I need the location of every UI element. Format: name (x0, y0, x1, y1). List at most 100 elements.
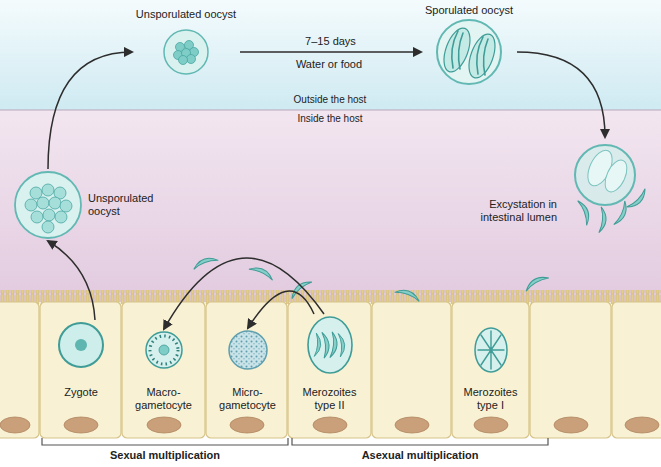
left-unsporulated-oocyst (15, 172, 81, 238)
free-merozoite (395, 287, 421, 302)
free-merozoite (523, 273, 549, 291)
zygote-figure (75, 339, 87, 351)
phase-bracket (42, 438, 288, 445)
left-unsporulated-oocyst (25, 199, 37, 211)
excysting-oocyst (599, 207, 607, 233)
oocyst-node: Unsporulated oocyst (12, 169, 168, 241)
free-merozoite (192, 255, 218, 270)
free-merozoite (192, 255, 549, 302)
cell-nucleus (625, 417, 659, 433)
oocyst-node: Unsporulated oocyst (132, 5, 240, 77)
free-merozoite (249, 264, 275, 280)
macrogametocyte-figure (159, 345, 169, 355)
region-label: Outside the host (294, 94, 367, 106)
merozoite-ii-figure (314, 333, 321, 357)
node-label: Zygote (64, 386, 99, 399)
epithelial-cell (452, 302, 529, 438)
phase-label: Asexual multiplication (362, 449, 479, 462)
left-unsporulated-oocyst (42, 184, 54, 196)
phase-bracket (42, 438, 548, 445)
left-unsporulated-oocyst (31, 211, 43, 223)
stage-node: Merozoites type I (451, 325, 532, 416)
stage-node: Macro-gametocyte (124, 329, 205, 416)
cell-nucleus (313, 417, 347, 433)
cycle-arrow (248, 291, 314, 328)
node-label: Excystation in intestinal lumen (457, 198, 557, 224)
excysting-oocyst (601, 157, 632, 195)
sporulated-oocyst (437, 20, 501, 84)
merozoite-i-figure (475, 328, 507, 372)
left-unsporulated-oocyst (43, 209, 55, 221)
left-unsporulated-oocyst (30, 187, 42, 199)
epithelial-cell (122, 302, 205, 438)
stage-node: Zygote (56, 320, 106, 403)
host-regions (0, 0, 661, 302)
left-unsporulated-oocyst (42, 221, 54, 233)
left-unsporulated-oocyst (25, 184, 72, 233)
cell-nucleus (230, 417, 264, 433)
cell-nucleus (0, 417, 659, 433)
stage-node: Merozoites type II (290, 314, 371, 416)
oocyst-node: Sporulated oocyst (421, 1, 517, 87)
merozoite-ii-figure (330, 332, 338, 358)
node-label: Micro-gametocyte (211, 386, 285, 412)
stage-node: Micro-gametocyte (208, 328, 289, 416)
left-unsporulated-oocyst (37, 197, 49, 209)
outside-band (0, 0, 661, 110)
merozoite-i-figure (475, 328, 507, 372)
microgametocyte-figure (229, 331, 267, 369)
excysting-oocyst (614, 201, 630, 227)
cycle-arrow (48, 241, 95, 320)
left-unsporulated-oocyst (55, 211, 67, 223)
host-boundary (0, 110, 661, 111)
zygote-figure (59, 323, 103, 367)
top-unsporulated-oocyst (174, 41, 199, 65)
cycle-arrow (48, 52, 132, 169)
macrogametocyte-figure (150, 336, 178, 364)
node-label: Macro-gametocyte (127, 386, 201, 412)
epithelium (0, 290, 661, 438)
epithelial-cell (372, 302, 451, 438)
phase-bracket (292, 438, 548, 445)
node-label: Merozoites type II (293, 386, 367, 412)
condition-label: Water or food (296, 58, 362, 71)
top-unsporulated-oocyst (164, 30, 208, 74)
excysting-oocyst (575, 145, 635, 205)
region-label: Inside the host (297, 113, 362, 125)
cell-nucleus (474, 417, 508, 433)
node-label: Unsporulated oocyst (135, 8, 237, 21)
node-label: Unsporulated oocyst (88, 192, 164, 218)
merozoite-ii-figure (308, 317, 352, 373)
inside-band (0, 110, 661, 302)
epithelial-cell (0, 302, 661, 438)
macrogametocyte-figure (146, 332, 182, 368)
macrogametocyte-figure (146, 332, 182, 368)
excysting-oocyst (575, 145, 649, 233)
merozoite-ii-figure (322, 332, 330, 358)
excysting-oocyst (627, 189, 650, 212)
epithelial-cell (612, 302, 661, 438)
excystation-node: Excystation in intestinal lumen (454, 137, 651, 235)
microgametocyte-figure (229, 331, 267, 369)
node-label: Sporulated oocyst (424, 4, 514, 17)
sporulated-oocyst (452, 31, 488, 75)
cycle-arrow (240, 51, 421, 53)
cell-nucleus (395, 417, 429, 433)
epithelial-cell (206, 302, 287, 438)
cell-nucleus (0, 417, 30, 433)
cell-nucleus (554, 417, 588, 433)
merozoite-ii-figure (338, 333, 345, 357)
edge-label: 7–15 days (305, 35, 356, 48)
top-unsporulated-oocyst (164, 30, 208, 74)
merozoite-i-figure (478, 331, 504, 369)
epithelial-cell (530, 302, 611, 438)
cycle-arrow (517, 52, 605, 137)
node-label: Merozoites type I (454, 386, 528, 412)
cycle-arrow (164, 258, 324, 329)
epithelial-cell (40, 302, 121, 438)
sporulated-oocyst (437, 20, 501, 84)
merozoite-ii-figure (308, 317, 352, 373)
phase-label: Sexual multiplication (110, 449, 220, 462)
epithelial-cell (288, 302, 371, 438)
